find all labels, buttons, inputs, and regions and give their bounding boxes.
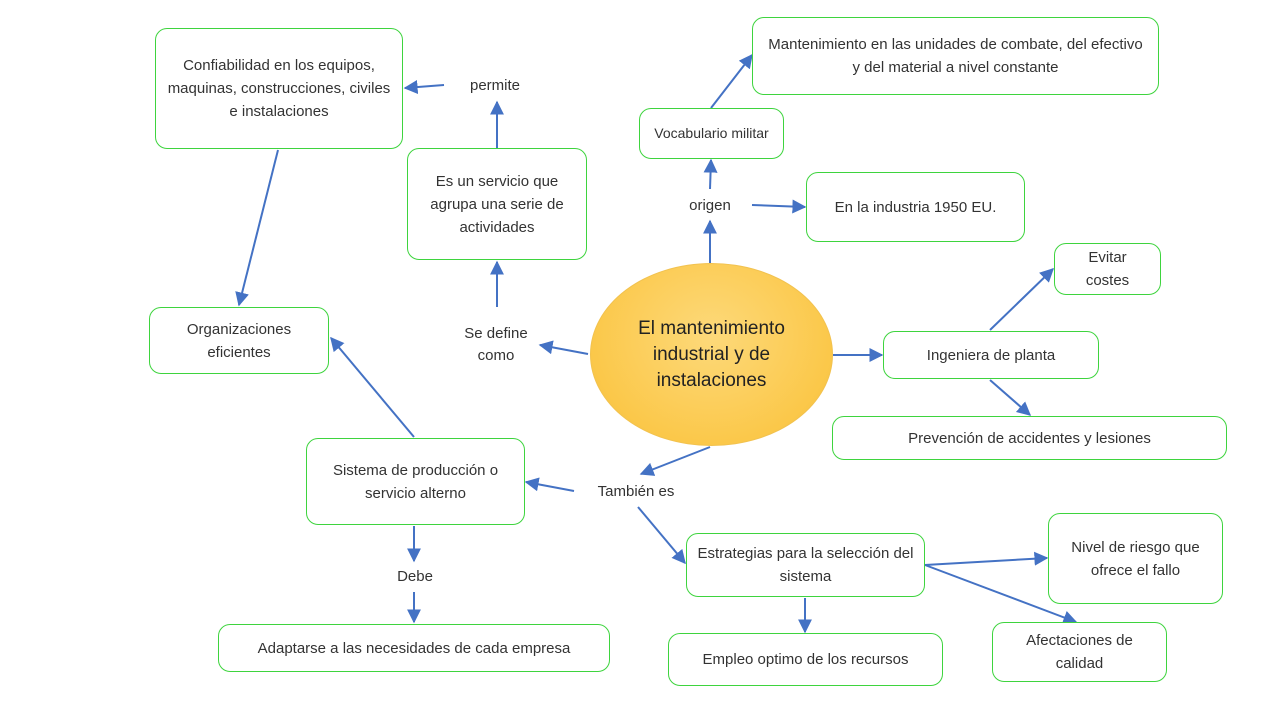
empleo-text: Empleo optimo de los recursos bbox=[702, 651, 909, 668]
adaptarse-node: Adaptarse a las necesidades de cada empr… bbox=[218, 624, 610, 672]
vocabulario-text: Vocabulario militar bbox=[654, 125, 769, 141]
nivel-riesgo-text: Nivel de riesgo que ofrece el fallo bbox=[1071, 538, 1200, 579]
arrow-vocabulario-to-mantenimiento-militar bbox=[710, 53, 753, 109]
evitar-costes-node: Evitar costes bbox=[1054, 243, 1161, 295]
estrategias-text: Estrategias para la selección del sistem… bbox=[697, 545, 914, 585]
mantenimiento-militar-node: Mantenimiento en las unidades de combate… bbox=[752, 17, 1159, 95]
nivel-riesgo-node: Nivel de riesgo que ofrece el fallo bbox=[1048, 513, 1223, 604]
arrow-sistema-to-organizaciones bbox=[330, 336, 415, 438]
central-topic: El mantenimiento industrial y de instala… bbox=[590, 263, 833, 446]
servicio-text: Es un servicio que agrupa una serie de a… bbox=[430, 172, 564, 236]
origen-label: origen bbox=[689, 197, 731, 214]
arrow-origen-to-industria bbox=[751, 199, 807, 214]
tambien-label: También es bbox=[597, 483, 675, 500]
debe-label: Debe bbox=[397, 568, 433, 585]
estrategias-node: Estrategias para la selección del sistem… bbox=[686, 533, 925, 597]
empleo-node: Empleo optimo de los recursos bbox=[668, 633, 943, 686]
ingeniera-text: Ingeniera de planta bbox=[926, 346, 1056, 364]
sistema-node: Sistema de producción o servicio alterno bbox=[306, 438, 525, 525]
permite-label: permite bbox=[469, 77, 521, 94]
prevencion-node: Prevención de accidentes y lesiones bbox=[832, 416, 1227, 460]
evitar-costes-text: Evitar costes bbox=[1085, 249, 1130, 289]
adaptarse-text: Adaptarse a las necesidades de cada empr… bbox=[257, 639, 571, 657]
arrow-tambien-to-estrategias bbox=[637, 506, 686, 565]
servicio-node: Es un servicio que agrupa una serie de a… bbox=[407, 148, 587, 260]
organizaciones-text: Organizaciones eficientes bbox=[186, 320, 292, 361]
arrow-center-to-se-define bbox=[538, 340, 589, 355]
organizaciones-node: Organizaciones eficientes bbox=[149, 307, 329, 374]
central-topic-text: El mantenimiento industrial y de instala… bbox=[638, 317, 785, 391]
arrow-estrategias-to-afectaciones bbox=[924, 564, 1078, 625]
vocabulario-node: Vocabulario militar bbox=[639, 108, 784, 159]
arrow-confiabilidad-to-organizaciones bbox=[235, 149, 279, 307]
confiabilidad-text: Confiabilidad en los equipos, maquinas, … bbox=[167, 57, 391, 120]
arrow-origen-to-vocabulario bbox=[703, 158, 718, 190]
arrow-center-to-tambien bbox=[639, 446, 711, 476]
industria-node: En la industria 1950 EU. bbox=[806, 172, 1025, 242]
sistema-text: Sistema de producción o servicio alterno bbox=[332, 461, 499, 502]
arrow-estrategias-to-nivel-riesgo bbox=[924, 551, 1049, 566]
se-define-label: Se define como bbox=[464, 325, 528, 364]
ingeniera-node: Ingeniera de planta bbox=[883, 331, 1099, 379]
industria-text: En la industria 1950 EU. bbox=[834, 198, 997, 216]
arrow-tambien-to-sistema bbox=[524, 477, 575, 492]
afectaciones-text: Afectaciones de calidad bbox=[1026, 632, 1133, 672]
arrow-ingeniera-to-prevencion bbox=[989, 379, 1032, 416]
afectaciones-node: Afectaciones de calidad bbox=[992, 622, 1167, 682]
arrow-ingeniera-to-evitar bbox=[989, 268, 1055, 331]
prevencion-text: Prevención de accidentes y lesiones bbox=[908, 429, 1151, 447]
confiabilidad-node: Confiabilidad en los equipos, maquinas, … bbox=[155, 28, 403, 149]
arrow-permite-to-confiabilidad bbox=[403, 80, 445, 95]
mantenimiento-militar-text: Mantenimiento en las unidades de combate… bbox=[768, 36, 1143, 76]
